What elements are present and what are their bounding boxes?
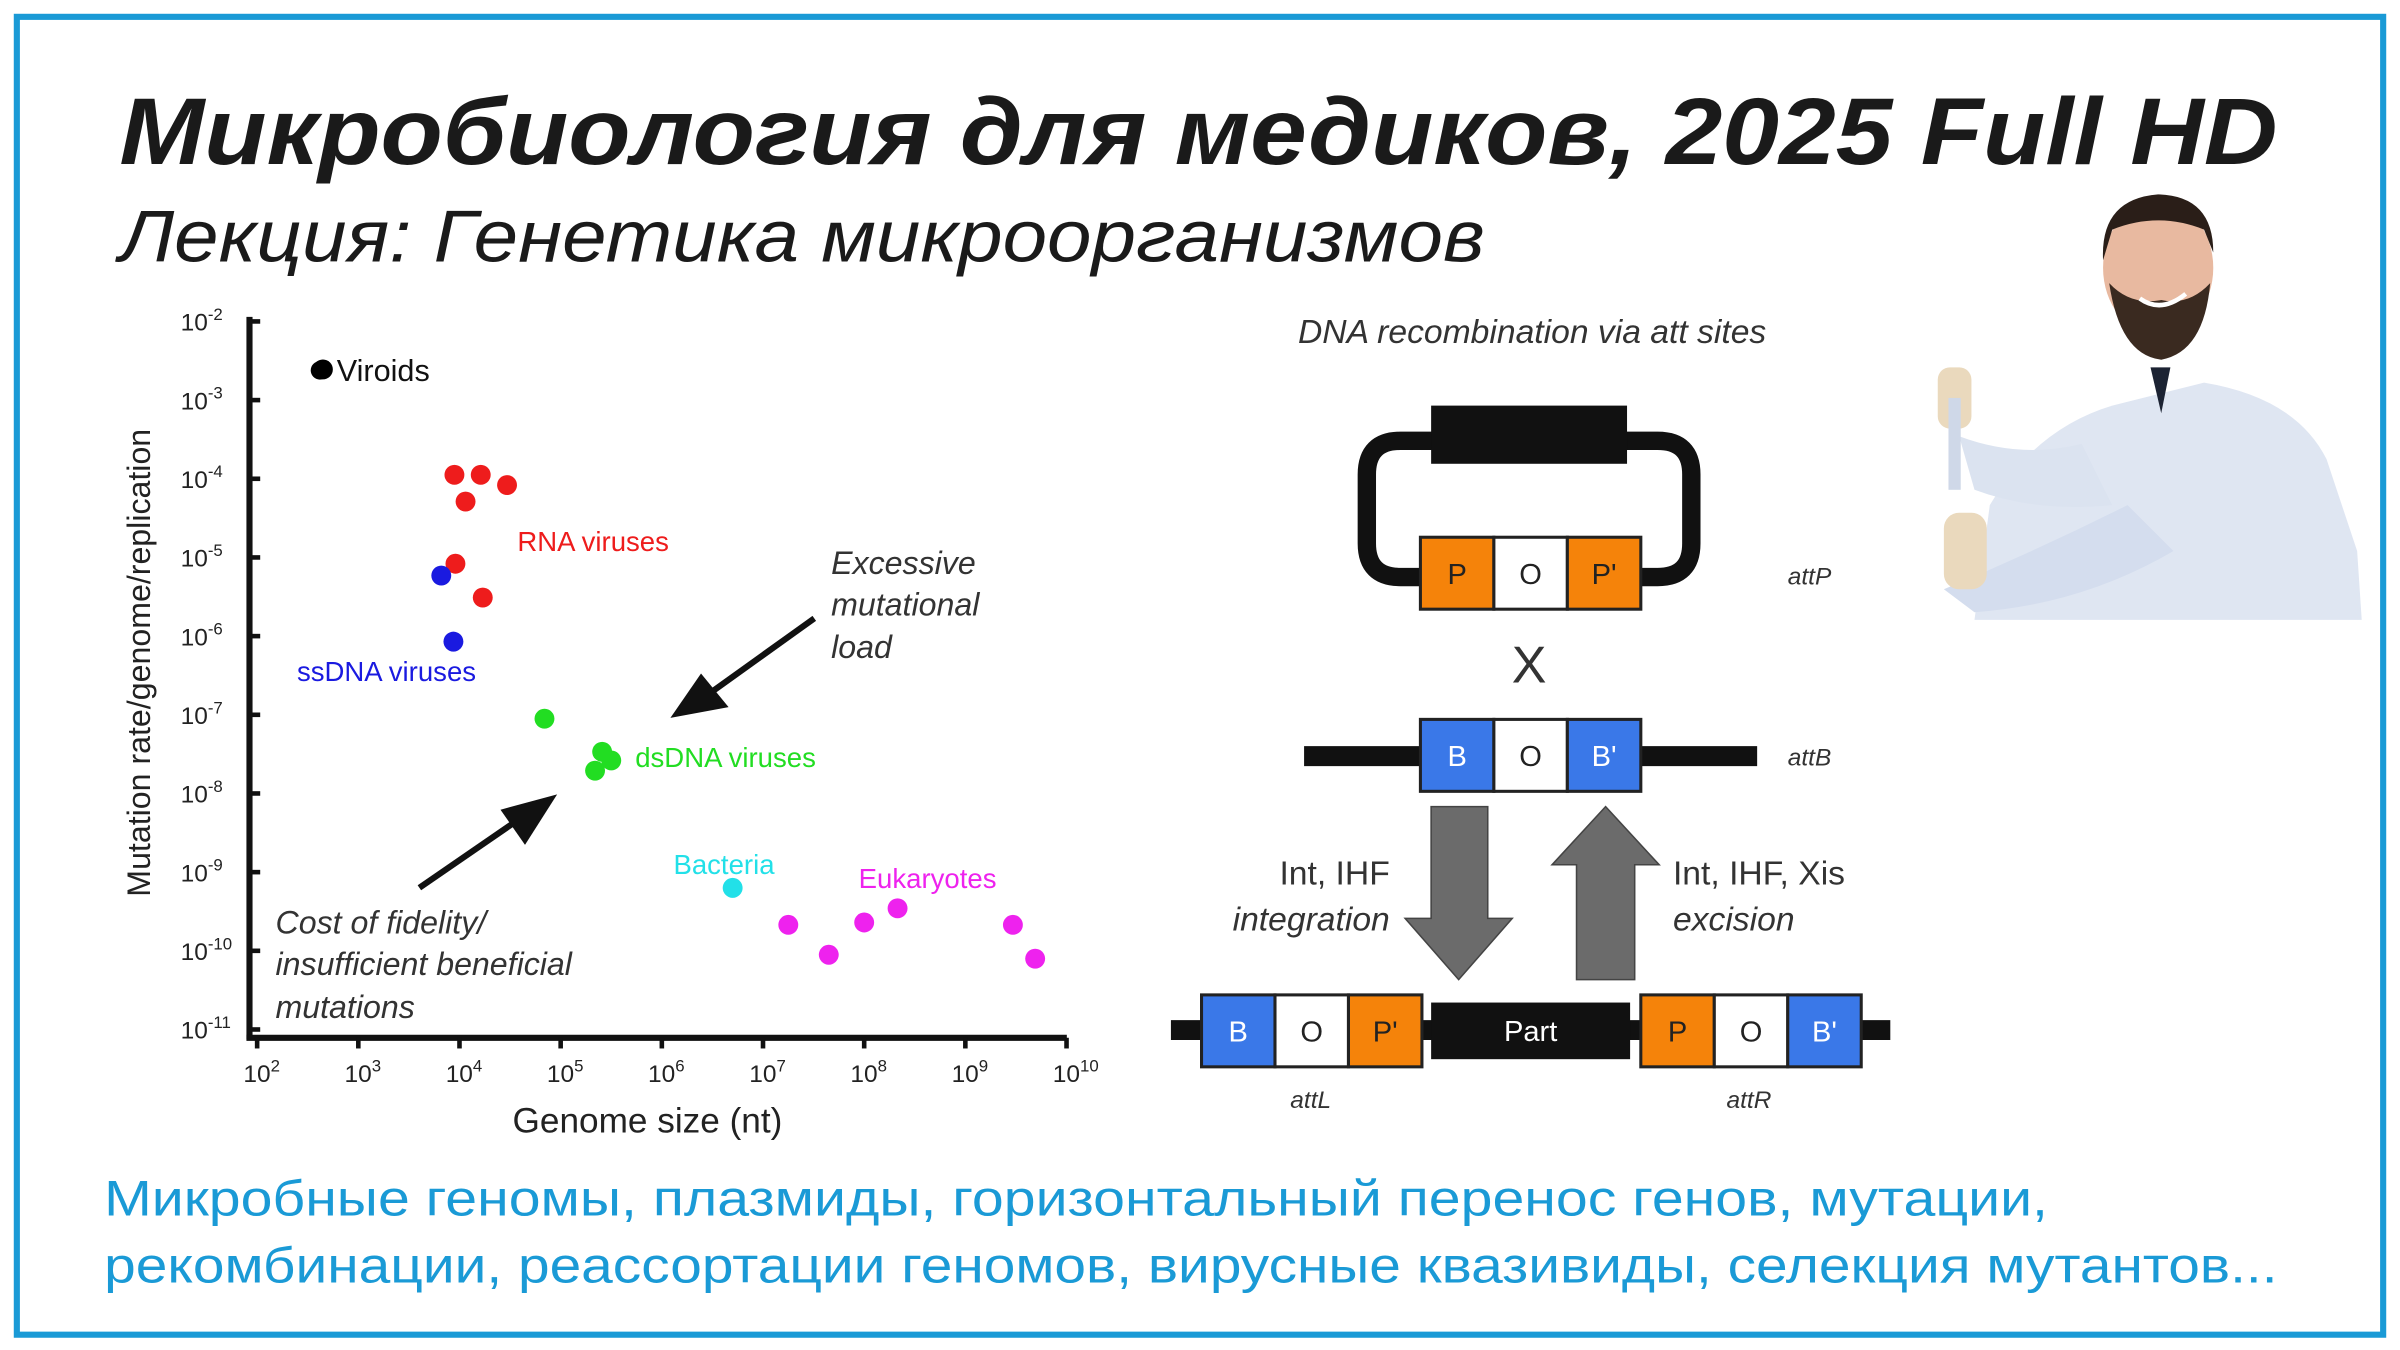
annotation-cost-2: insufficient beneficial bbox=[276, 946, 573, 982]
data-point-dsdna-viruses bbox=[585, 760, 606, 781]
data-point-eukaryotes bbox=[818, 944, 839, 965]
slide-subtitle: Лекция: Генетика микроорганизмов bbox=[115, 195, 1485, 278]
y-axis-label: Mutation rate/genome/replication bbox=[121, 429, 157, 897]
label-rna-viruses: RNA viruses bbox=[517, 526, 669, 557]
legend-viroids-marker bbox=[310, 361, 330, 380]
label-attL: attL bbox=[1290, 1087, 1331, 1114]
data-point-eukaryotes bbox=[1025, 948, 1046, 969]
att-recombination-diagram: DNA recombination via att sites Part P O P… bbox=[1170, 314, 1891, 1114]
data-point-ssdna-viruses bbox=[431, 565, 452, 586]
site-box-label: O bbox=[1740, 1017, 1763, 1049]
part-label-mirrored: Part bbox=[1502, 458, 1555, 490]
part-box bbox=[1431, 1002, 1631, 1060]
annotation-excessive-2: mutational bbox=[831, 586, 980, 622]
arrow-cost-of-fidelity bbox=[417, 794, 558, 891]
site-box-label: B' bbox=[1592, 741, 1617, 773]
annotation-excessive-3: load bbox=[831, 629, 893, 665]
data-point-eukaryotes bbox=[778, 914, 799, 935]
slide-title: Микробиология для медиков, 2025 Full HD bbox=[119, 79, 2277, 185]
site-box-label: P' bbox=[1373, 1017, 1398, 1049]
excision-enzymes: Int, IHF, Xis bbox=[1673, 856, 1845, 893]
site-box-o bbox=[1492, 717, 1569, 793]
data-point-eukaryotes bbox=[854, 912, 875, 933]
site-box-b-prime bbox=[1565, 717, 1643, 793]
excision-arrow bbox=[1550, 805, 1661, 981]
label-viroids: Viroids bbox=[337, 354, 430, 388]
label-dsdna-viruses: dsDNA viruses bbox=[635, 742, 816, 773]
site-box-label: O bbox=[1300, 1017, 1323, 1049]
label-attP: attP bbox=[1788, 564, 1832, 591]
arrow-excessive-load bbox=[670, 615, 817, 718]
annotation-excessive-1: Excessive bbox=[831, 545, 976, 581]
site-box-label: O bbox=[1519, 559, 1542, 591]
site-box-label: B bbox=[1229, 1017, 1248, 1049]
site-box-label: B' bbox=[1812, 1017, 1837, 1049]
integration-label: integration bbox=[1233, 902, 1390, 939]
site-box-label: P bbox=[1668, 1017, 1687, 1049]
site-box-b-prime bbox=[1786, 993, 1863, 1069]
integration-enzymes: Int, IHF bbox=[1279, 856, 1389, 893]
slide-frame bbox=[13, 13, 2387, 1338]
data-point-bacteria bbox=[722, 877, 743, 898]
topics-line-1: Микробные геномы, плазмиды, горизонтальн… bbox=[104, 1169, 2048, 1226]
data-point-eukaryotes bbox=[1002, 914, 1023, 935]
diagram-title: DNA recombination via att sites bbox=[1298, 314, 1766, 351]
label-ssdna-viruses: ssDNA viruses bbox=[297, 656, 476, 687]
site-box-label: O bbox=[1519, 741, 1542, 773]
lecturer-photo bbox=[1937, 194, 2362, 620]
part-box-mirrored bbox=[1431, 405, 1628, 464]
data-point-rna-viruses bbox=[445, 553, 466, 574]
label-attB: attB bbox=[1788, 744, 1832, 771]
data-point-dsdna-viruses bbox=[534, 708, 555, 729]
site-box-p bbox=[1639, 993, 1716, 1069]
site-box-p bbox=[1418, 535, 1496, 611]
data-point-rna-viruses bbox=[470, 464, 491, 485]
x-tick-label: 109 bbox=[952, 1056, 989, 1088]
annotation-cost-1: Cost of fidelity/ bbox=[276, 905, 490, 941]
annotation-cost-3: mutations bbox=[276, 989, 415, 1025]
data-point-rna-viruses bbox=[444, 464, 465, 485]
y-tick-label: 10-5 bbox=[181, 541, 223, 573]
topics-line-2: рекомбинации, реассортации геномов, виру… bbox=[104, 1237, 2277, 1294]
label-attR: attR bbox=[1727, 1087, 1772, 1114]
data-point-dsdna-viruses bbox=[601, 750, 622, 771]
site-box-label: P bbox=[1447, 559, 1466, 591]
excision-label: excision bbox=[1673, 902, 1795, 939]
site-box-o bbox=[1492, 535, 1569, 611]
part-label: Part bbox=[1504, 1016, 1557, 1048]
data-point-eukaryotes bbox=[887, 898, 908, 919]
cross-symbol: X bbox=[1512, 637, 1547, 695]
site-box-p-prime bbox=[1346, 993, 1424, 1069]
site-box-b bbox=[1418, 717, 1496, 793]
data-point-rna-viruses bbox=[455, 491, 476, 512]
label-eukaryotes: Eukaryotes bbox=[859, 863, 997, 894]
x-tick-label: 107 bbox=[749, 1056, 786, 1088]
site-box-label: P' bbox=[1592, 559, 1617, 591]
site-box-p-prime bbox=[1565, 535, 1643, 611]
data-point-rna-viruses bbox=[472, 587, 493, 608]
label-bacteria: Bacteria bbox=[673, 849, 775, 880]
x-axis-label: Genome size (nt) bbox=[513, 1102, 783, 1141]
data-point-rna-viruses bbox=[497, 475, 517, 496]
data-point-ssdna-viruses bbox=[443, 631, 464, 652]
integration-arrow bbox=[1403, 805, 1514, 981]
site-box-label: B bbox=[1447, 741, 1466, 773]
